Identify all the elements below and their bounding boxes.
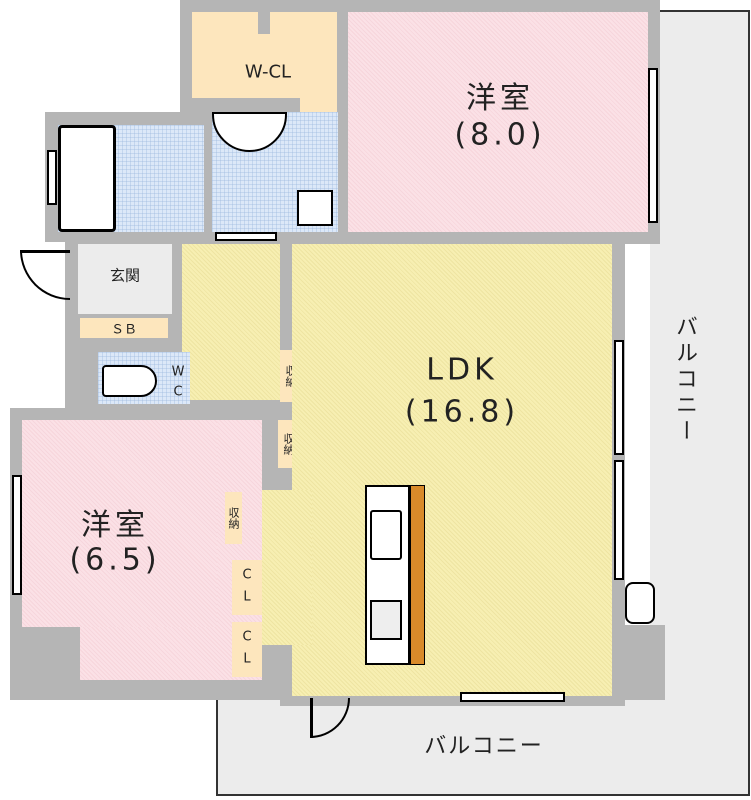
room-closet-1-label-c: C [242,567,252,583]
room-ldk-size: (16.8) [404,394,520,430]
wall-wcl-notch [258,12,270,34]
room-shoebox-label: ＳＢ [110,322,138,338]
room-closet-1 [232,560,262,615]
toilet-icon [102,365,157,397]
room-ldk-label: LDK [426,352,498,388]
room-ldk [292,244,612,696]
bathtub-icon [58,125,116,232]
hallway [182,244,280,400]
room-western-8 [348,12,648,232]
balcony-east-label: バルコニー [672,315,697,445]
washing-machine-icon [297,190,333,226]
western-8-window [648,68,658,223]
ldk-window-east-1 [614,340,624,455]
room-toilet-label-w: W [171,364,185,380]
room-toilet-label-c: C [173,384,183,400]
room-western-8-label: 洋室 [466,81,534,116]
room-ldk-west [252,490,312,645]
balcony-south-label: バルコニー [424,734,544,759]
room-western-8-size: (8.0) [454,117,546,153]
room-shoebox [80,318,168,338]
room-storage-3 [225,492,242,544]
room-closet-2 [232,622,262,677]
aircon-outdoor-unit-icon [625,582,655,624]
bath-window [47,150,57,205]
ldk-window-south [460,692,565,702]
ldk-window-east-2 [614,460,624,580]
room-western-6-5-main [22,420,217,627]
room-closet-1-label-l: L [243,589,251,605]
room-storage-3-label: 収納 [227,507,240,529]
entrance-door[interactable] [20,250,70,300]
sink-icon [370,510,402,560]
room-western-6-5-label: 洋室 [81,508,149,543]
kitchen-backsplash [410,485,425,665]
room-entrance-label: 玄関 [109,266,141,285]
room-western-6-5-size: (6.5) [69,542,161,578]
washroom-door-sliding [215,232,277,241]
room-storage-2-label: 収納 [282,433,295,455]
room-closet-2-label-l: L [243,651,251,667]
stove-icon [370,600,402,640]
western-6-5-window [12,475,22,595]
room-entrance [78,244,172,314]
room-closet-2-label-c: C [242,629,252,645]
room-wcl-label: W-CL [244,61,292,83]
